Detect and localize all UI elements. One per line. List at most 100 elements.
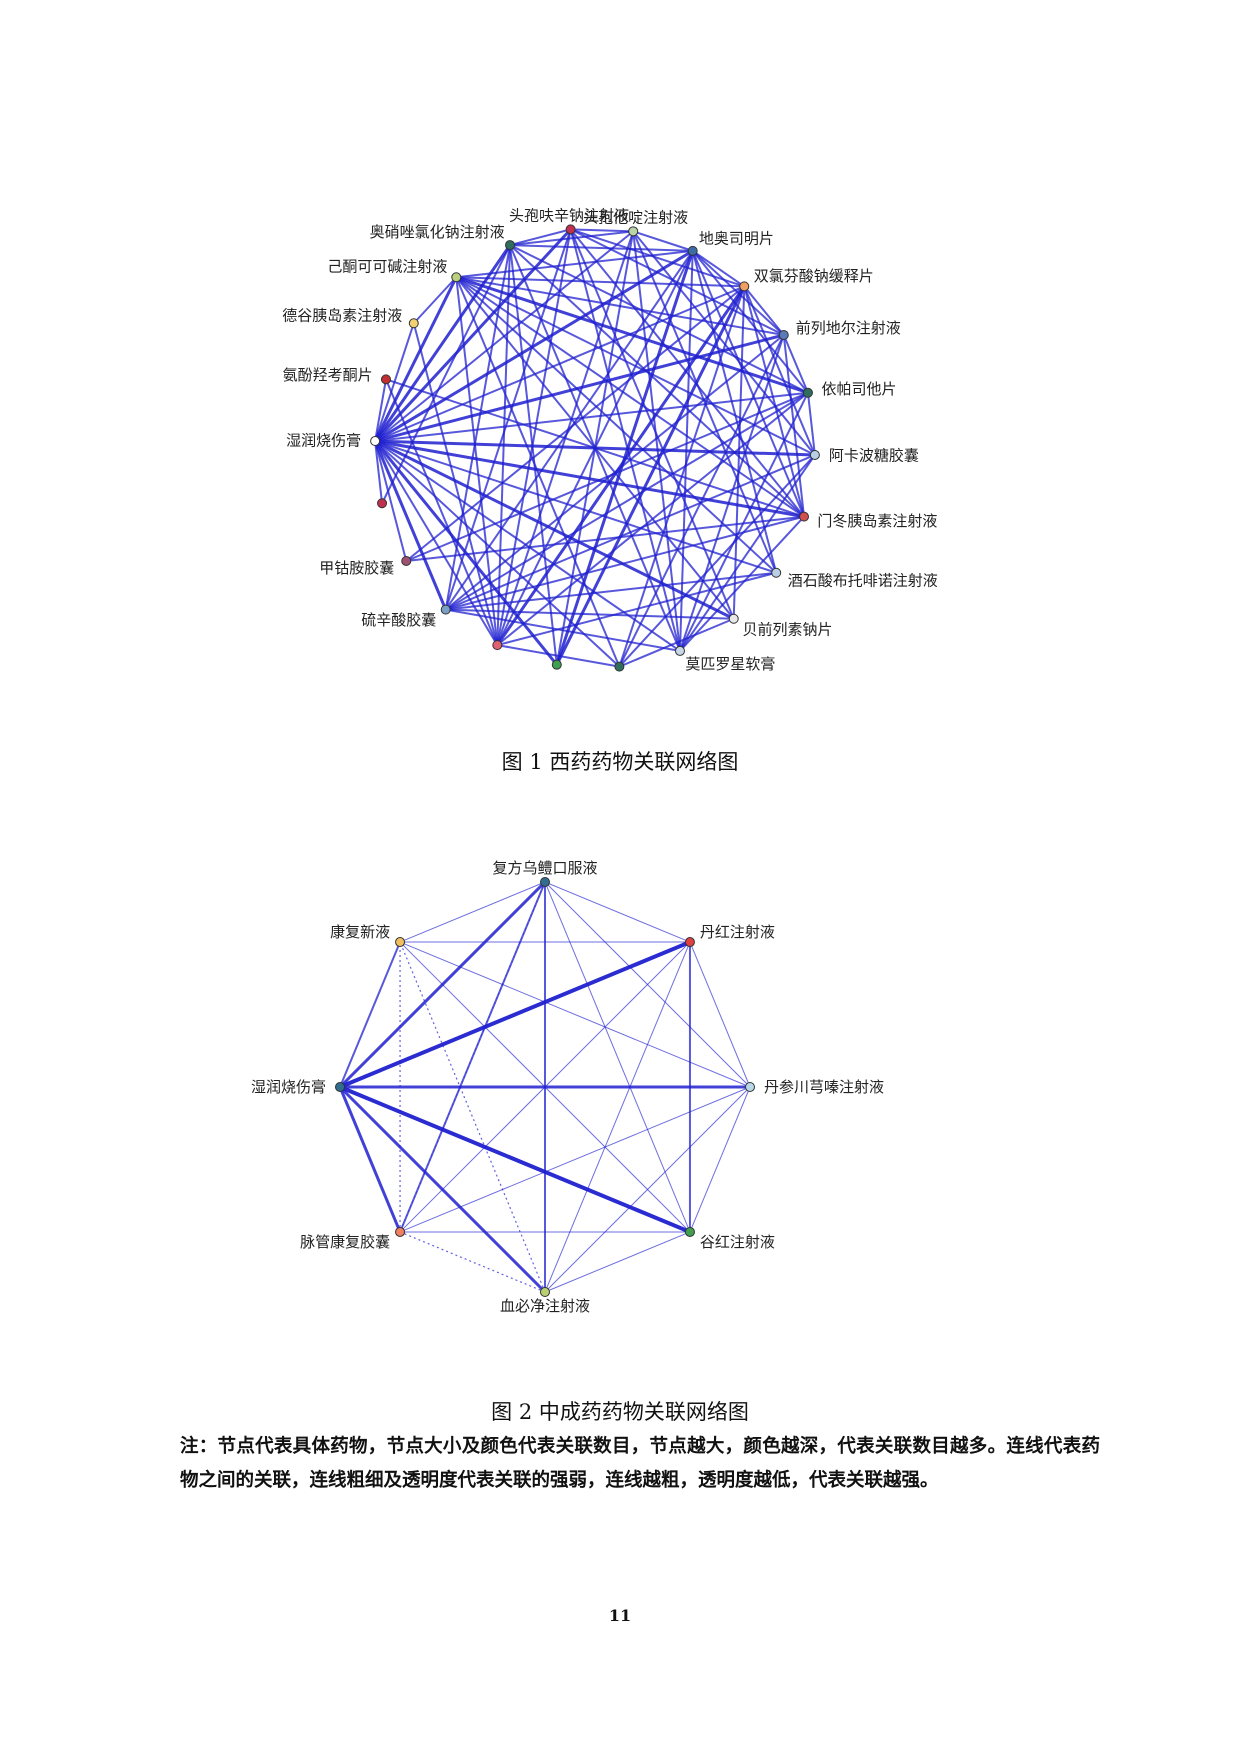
figure-1-caption: 图 1 西药药物关联网络图 bbox=[501, 750, 739, 774]
fig2-edge bbox=[339, 1085, 691, 1234]
fig1-edge bbox=[618, 617, 735, 668]
fig1-edge bbox=[385, 378, 499, 646]
fig1-edge bbox=[444, 229, 572, 610]
fig1-node bbox=[771, 567, 782, 578]
fig2-edge bbox=[544, 881, 691, 1233]
fig2-edge bbox=[399, 941, 546, 1293]
fig1-edge bbox=[496, 245, 512, 646]
fig1-edge bbox=[618, 334, 785, 668]
fig1-edge bbox=[373, 276, 458, 442]
fig1-edge bbox=[782, 334, 809, 394]
fig1-node bbox=[799, 511, 810, 522]
fig1-edge bbox=[632, 230, 816, 456]
fig1-edge bbox=[455, 277, 499, 646]
fig1-node-label: 氨酚羟考酮片 bbox=[283, 366, 373, 384]
fig2-edge bbox=[399, 1231, 546, 1293]
fig1-node bbox=[401, 556, 412, 567]
figure-1-network: 头孢他啶注射液地奥司明片双氯芬酸钠缓释片前列地尔注射液依帕司他片阿卡波糖胶囊门冬… bbox=[0, 180, 1240, 740]
fig1-edge bbox=[374, 440, 777, 574]
fig1-node-label: 湿润烧伤膏 bbox=[286, 432, 361, 450]
fig1-node-label: 酒石酸布托啡诺注射液 bbox=[788, 572, 938, 590]
fig1-node-label: 双氯芬酸钠缓释片 bbox=[754, 267, 874, 285]
fig1-edge bbox=[632, 230, 778, 574]
fig1-edge bbox=[692, 250, 785, 336]
fig1-node bbox=[408, 318, 419, 329]
fig1-edge bbox=[743, 285, 785, 336]
fig2-node bbox=[540, 1287, 550, 1297]
fig1-edge bbox=[497, 644, 620, 668]
fig1-edge bbox=[691, 250, 805, 518]
fig1-edge bbox=[632, 230, 694, 252]
fig1-node bbox=[687, 245, 698, 256]
fig1-node bbox=[674, 645, 685, 656]
fig1-edge bbox=[679, 515, 805, 652]
figure-2-svg: 复方乌鳢口服液丹红注射液丹参川芎嗪注射液谷红注射液血必净注射液脉管康复胶囊湿润烧… bbox=[251, 859, 884, 1315]
fig1-edge bbox=[374, 391, 809, 443]
fig1-edge bbox=[455, 276, 735, 620]
fig1-edge bbox=[679, 334, 785, 652]
fig1-edge bbox=[455, 276, 805, 518]
fig2-edge bbox=[339, 941, 401, 1088]
fig2-node bbox=[684, 1226, 695, 1237]
fig1-edge bbox=[679, 392, 809, 652]
fig2-edge bbox=[544, 941, 691, 1293]
fig2-edge bbox=[399, 1086, 751, 1233]
fig2-edge bbox=[399, 881, 546, 1233]
fig1-edge bbox=[806, 392, 816, 456]
fig1-edge bbox=[509, 244, 809, 394]
fig1-node-label: 头孢他啶注射液 bbox=[583, 209, 688, 227]
fig1-edge bbox=[497, 571, 777, 647]
fig2-edge bbox=[399, 881, 546, 943]
fig1-node-label: 头孢呋辛钠注射液 bbox=[509, 206, 629, 224]
figure-1-svg: 头孢他啶注射液地奥司明片双氯芬酸钠缓释片前列地尔注射液依帕司他片阿卡波糖胶囊门冬… bbox=[282, 206, 938, 672]
fig1-node bbox=[614, 661, 625, 672]
fig2-edge bbox=[689, 941, 751, 1088]
fig1-node-label: 贝前列素钠片 bbox=[743, 621, 833, 639]
fig1-edge bbox=[445, 391, 809, 611]
fig2-node-label: 湿润烧伤膏 bbox=[251, 1078, 326, 1096]
fig1-edge bbox=[679, 454, 816, 652]
fig2-node bbox=[540, 877, 550, 887]
fig1-node bbox=[492, 640, 503, 651]
fig2-edge bbox=[399, 941, 691, 1233]
fig2-node-label: 复方乌鳢口服液 bbox=[492, 859, 597, 877]
fig1-node bbox=[380, 374, 391, 385]
fig1-edge bbox=[374, 440, 408, 562]
fig1-edge bbox=[632, 231, 681, 652]
fig1-node bbox=[565, 224, 576, 235]
fig1-edge bbox=[496, 231, 635, 646]
fig2-node bbox=[395, 937, 406, 948]
fig1-edge bbox=[374, 440, 621, 668]
fig2-node-label: 丹参川芎嗪注射液 bbox=[764, 1078, 884, 1096]
fig1-node-label: 甲钴胺胶囊 bbox=[319, 559, 394, 577]
fig2-edge bbox=[399, 941, 751, 1088]
fig1-node-label: 阿卡波糖胶囊 bbox=[829, 446, 919, 464]
fig2-edge bbox=[544, 1231, 691, 1293]
fig2-node bbox=[745, 1082, 755, 1092]
fig2-edge bbox=[339, 940, 691, 1089]
fig1-edge bbox=[570, 228, 785, 336]
fig1-edge bbox=[509, 228, 571, 247]
fig1-node bbox=[628, 226, 639, 237]
fig2-edge bbox=[689, 1086, 751, 1233]
fig2-edge bbox=[338, 1086, 402, 1233]
fig1-edge bbox=[691, 250, 778, 574]
fig1-edge bbox=[445, 454, 816, 611]
fig1-edge bbox=[570, 228, 745, 288]
fig1-edge bbox=[692, 250, 745, 288]
fig2-node-label: 康复新液 bbox=[330, 923, 390, 941]
fig1-edge bbox=[445, 571, 777, 611]
fig1-node bbox=[739, 281, 750, 292]
fig1-node bbox=[370, 436, 381, 447]
fig1-edge bbox=[569, 229, 681, 652]
fig1-edge bbox=[374, 333, 785, 443]
page-number: 11 bbox=[608, 1606, 632, 1625]
fig1-edge bbox=[743, 286, 816, 456]
fig1-node bbox=[440, 604, 451, 615]
fig1-node-label: 地奥司明片 bbox=[699, 229, 774, 247]
figure-2-caption: 图 2 中成药药物关联网络图 bbox=[491, 1400, 749, 1424]
fig2-node bbox=[684, 937, 695, 948]
fig1-edge bbox=[732, 286, 746, 619]
fig1-node bbox=[778, 329, 789, 340]
fig1-edge bbox=[374, 228, 572, 443]
